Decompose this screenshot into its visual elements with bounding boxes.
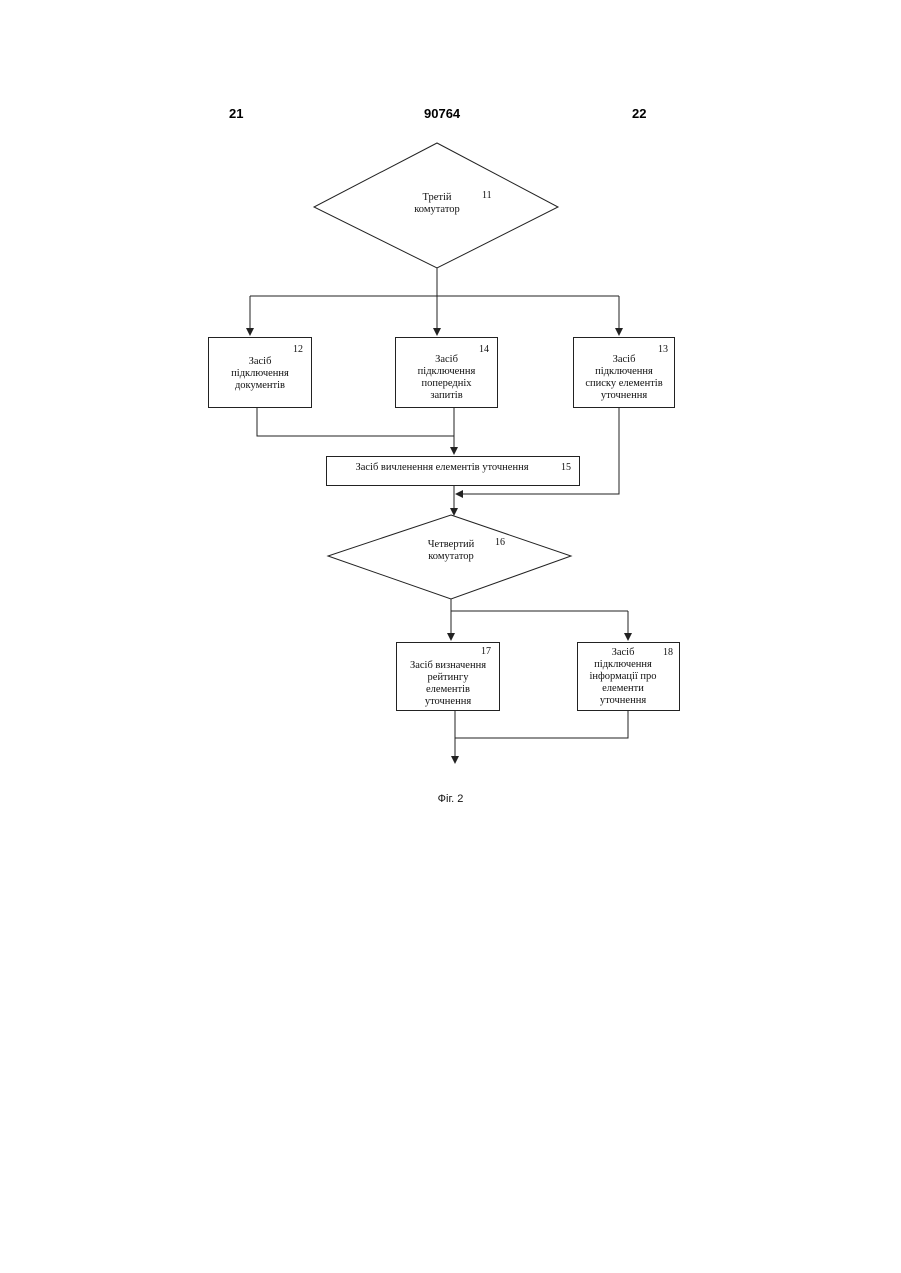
number-13: 13 bbox=[658, 344, 668, 356]
number-17: 17 bbox=[481, 646, 491, 658]
connector-18-merge bbox=[455, 710, 628, 738]
box-document-connection: Засіб підключення документів 12 bbox=[208, 337, 312, 408]
label-refinement-list-connection: Засіб підключення списку елементів уточн… bbox=[574, 354, 674, 402]
box-previous-queries-connection: Засіб підключення попередніх запитів 14 bbox=[395, 337, 498, 408]
box-refinement-info-connection: Засіб підключення інформації про елемент… bbox=[577, 642, 680, 711]
number-11: 11 bbox=[482, 190, 492, 202]
label-refinement-info-connection: Засіб підключення інформації про елемент… bbox=[578, 647, 668, 707]
box-refinement-extraction: Засіб вичленення елементів уточнення 15 bbox=[326, 456, 580, 486]
box-rating-determination: Засіб визначення рейтингу елементів уточ… bbox=[396, 642, 500, 711]
connector-12-to-15 bbox=[257, 407, 454, 436]
label-refinement-extraction: Засіб вичленення елементів уточнення bbox=[337, 462, 547, 474]
number-18: 18 bbox=[663, 647, 673, 659]
number-12: 12 bbox=[293, 344, 303, 356]
number-15: 15 bbox=[561, 462, 571, 474]
label-document-connection: Засіб підключення документів bbox=[209, 356, 311, 392]
label-previous-queries-connection: Засіб підключення попередніх запитів bbox=[396, 354, 497, 402]
number-14: 14 bbox=[479, 344, 489, 356]
label-fourth-switch: Четвертий комутатор bbox=[413, 539, 489, 563]
number-16: 16 bbox=[495, 537, 505, 549]
figure-caption: Фіг. 2 bbox=[0, 793, 901, 805]
box-refinement-list-connection: Засіб підключення списку елементів уточн… bbox=[573, 337, 675, 408]
label-rating-determination: Засіб визначення рейтингу елементів уточ… bbox=[397, 660, 499, 708]
label-third-switch: Третій комутатор bbox=[397, 192, 477, 216]
